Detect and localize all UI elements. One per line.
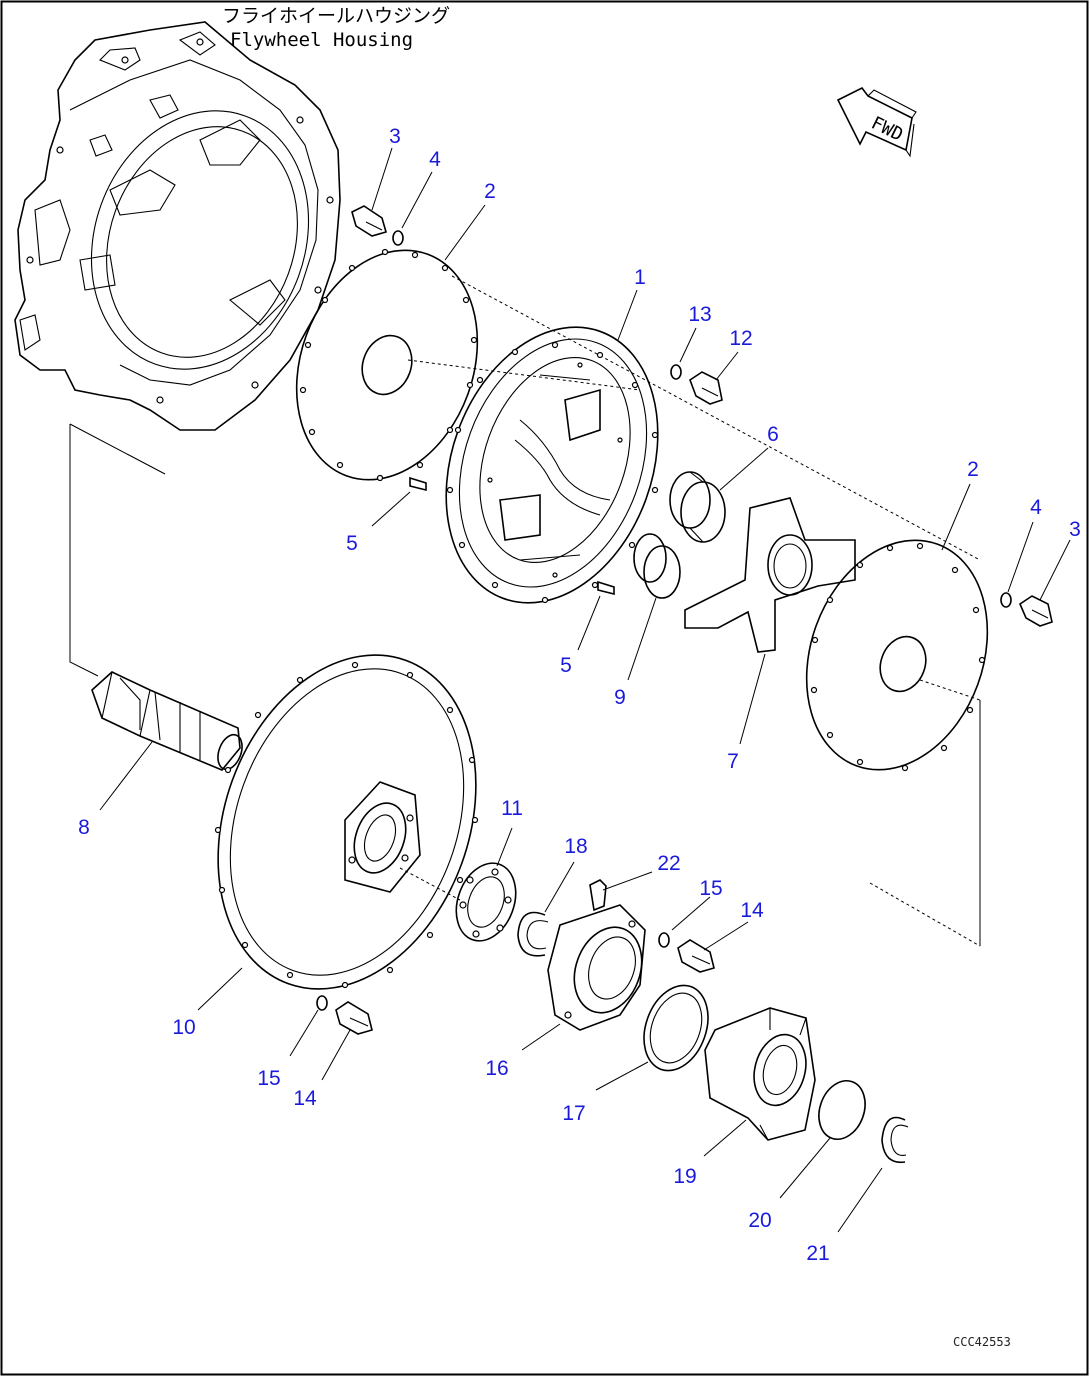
bolt-14-right — [677, 939, 715, 973]
callout-3-right: 3 — [1069, 518, 1081, 541]
snap-ring-21 — [881, 1116, 909, 1164]
seal-17 — [643, 984, 709, 1072]
washer-15-right — [658, 932, 670, 948]
callout-9: 9 — [614, 686, 626, 709]
callout-22: 22 — [657, 852, 680, 875]
callout-8: 8 — [78, 816, 90, 839]
callout-1: 1 — [634, 266, 646, 289]
callout-13: 13 — [688, 303, 711, 326]
callout-5-upper: 5 — [346, 532, 358, 555]
callout-2-right: 2 — [967, 458, 979, 481]
washer-15-lower — [316, 995, 328, 1011]
bearing-housing-16 — [547, 904, 646, 1031]
callout-14-right: 14 — [740, 899, 764, 922]
washer-13 — [670, 364, 682, 380]
callout-12: 12 — [729, 327, 752, 350]
dowel-pin-upper — [409, 476, 427, 492]
alignment-lines — [69, 275, 981, 947]
bolt-3-right — [1019, 595, 1053, 627]
bearing-11 — [455, 862, 517, 942]
callout-labels: 1 2 2 3 3 4 4 5 5 6 7 8 9 10 11 12 13 14… — [78, 125, 1081, 1265]
washer-4-top — [392, 230, 404, 246]
callout-15-lower: 15 — [257, 1067, 280, 1090]
callout-5-lower: 5 — [560, 654, 572, 677]
input-shaft-8 — [91, 671, 243, 771]
bushing-9 — [633, 533, 681, 599]
cap-20 — [818, 1080, 866, 1140]
callout-2-left: 2 — [484, 180, 496, 203]
dowel-pin-lower — [597, 580, 615, 596]
bolt-3-top — [351, 205, 387, 237]
callout-6: 6 — [767, 423, 779, 446]
callout-4-right: 4 — [1030, 496, 1042, 519]
snap-ring-18 — [517, 911, 549, 957]
callout-11: 11 — [501, 797, 523, 820]
callout-3-top: 3 — [389, 125, 401, 148]
title-japanese: フライホイールハウジング — [222, 5, 450, 27]
breather-22 — [589, 879, 607, 912]
callout-4-top: 4 — [429, 148, 441, 171]
callout-17: 17 — [562, 1102, 585, 1125]
callout-18: 18 — [564, 835, 587, 858]
bushing-6 — [669, 471, 726, 543]
fwd-arrow-icon: FWD — [836, 86, 917, 158]
spider-hub-7 — [684, 497, 856, 653]
gasket-plate-right — [805, 539, 989, 772]
leader-lines — [99, 147, 1071, 1233]
fwd-label: FWD — [868, 113, 906, 146]
bolt-12 — [689, 371, 723, 405]
callout-10: 10 — [172, 1016, 195, 1039]
title-english: Flywheel Housing — [230, 29, 413, 51]
yoke-flange-19 — [704, 1007, 816, 1141]
flywheel-housing — [14, 21, 341, 431]
callout-7: 7 — [727, 750, 739, 773]
drawing-code: CCC42553 — [953, 1335, 1011, 1349]
gasket-plate-left — [295, 248, 479, 482]
coupling-plate — [445, 326, 659, 604]
bolt-14-lower — [335, 1001, 373, 1035]
flywheel-cover-10 — [214, 654, 479, 990]
callout-19: 19 — [673, 1165, 696, 1188]
callout-20: 20 — [748, 1209, 771, 1232]
callout-16: 16 — [485, 1057, 508, 1080]
callout-14-lower: 14 — [293, 1087, 317, 1110]
washer-4-right — [1000, 592, 1012, 608]
callout-15-right: 15 — [699, 877, 722, 900]
callout-21: 21 — [806, 1242, 829, 1265]
